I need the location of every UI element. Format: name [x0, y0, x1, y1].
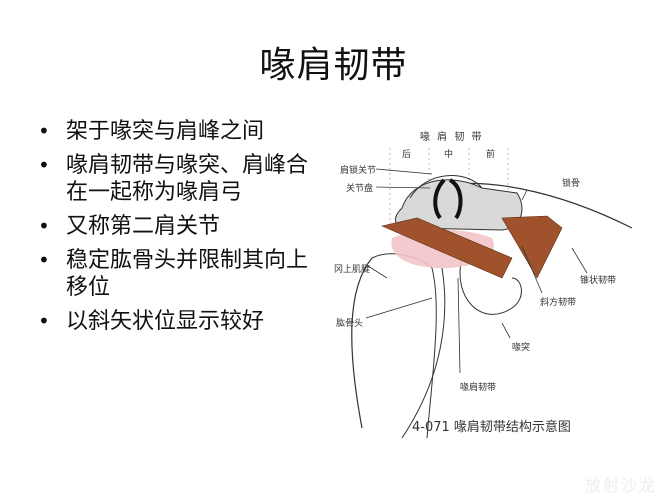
bullet-icon: •: [38, 214, 50, 238]
bullet-item: •稳定肱骨头并限制其向上移位: [38, 248, 309, 300]
slide-title: 喙肩韧带: [259, 45, 408, 86]
bullet-item: •喙肩韧带与喙突、肩峰合在一起称为喙肩弓: [38, 153, 309, 205]
shoulder-anatomy-illustration: [351, 148, 633, 439]
bullet-list: •架于喙突与肩峰之间 •喙肩韧带与喙突、肩峰合在一起称为喙肩弓 • 又称第二肩关…: [36, 118, 316, 342]
label-coracoacromial-ligament: 喙肩韧带: [460, 383, 497, 393]
label-acromioclavicular-joint: 肩锁关节: [340, 166, 377, 176]
anatomy-diagram: 喙 肩 韧 带 后 中 前 肩锁关节 关节盘 锁骨 冈上肌腱 锥状韧带 斜方韧带…: [332, 118, 633, 439]
bullet-item: •架于喙突与肩峰之间: [38, 119, 265, 144]
bullet-item: • 又称第二肩关节: [38, 214, 221, 239]
bullet-icon: •: [38, 119, 50, 143]
label-posterior: 后: [402, 150, 412, 160]
label-coracoacromial-header: 喙 肩 韧 带: [420, 132, 484, 143]
label-articular-disc: 关节盘: [346, 184, 374, 194]
watermark: 放射沙龙: [584, 476, 657, 495]
bullet-icon: •: [38, 309, 50, 333]
label-coracoid: 喙突: [512, 343, 531, 353]
label-trapezoid-ligament: 斜方韧带: [540, 298, 577, 308]
bullet-icon: •: [38, 248, 50, 272]
label-clavicle: 锁骨: [562, 179, 581, 189]
label-humeral-head: 肱骨头: [336, 319, 364, 329]
label-conoid-ligament: 锥状韧带: [580, 276, 617, 286]
bullet-icon: •: [38, 153, 50, 177]
label-supraspinatus-tendon: 冈上肌腱: [334, 265, 371, 275]
label-middle: 中: [444, 150, 454, 160]
bullet-item: •以斜矢状位显示较好: [38, 309, 265, 334]
figure-caption: 4-071 喙肩韧带结构示意图: [412, 420, 571, 435]
label-anterior: 前: [486, 150, 496, 160]
